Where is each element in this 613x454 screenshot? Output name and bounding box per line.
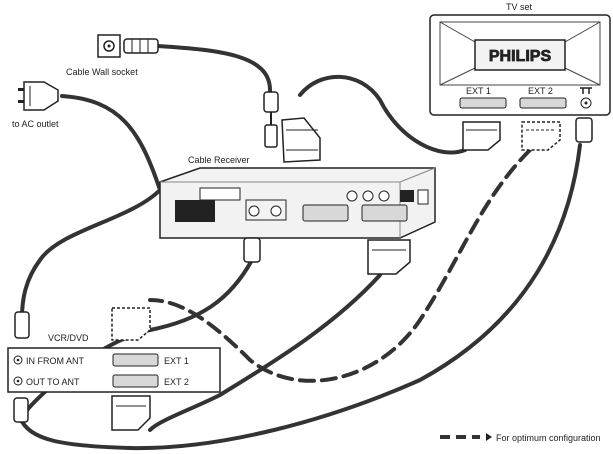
scart-plug-vcr-ext2: [111, 395, 151, 431]
power-socket: [175, 200, 215, 222]
scart-plug-tv-ext2-dashed: [521, 121, 561, 151]
vcr-title: VCR/DVD: [48, 333, 89, 343]
tv-brand-logo: PHILIPS: [489, 48, 552, 65]
vcr-ext1-port: [112, 353, 159, 367]
vcr-in-label: IN FROM ANT: [26, 356, 85, 366]
scart-plug-tv-ext1: [462, 121, 501, 151]
legend: For optimum configuration: [440, 433, 601, 443]
cable-receiver: [159, 167, 436, 239]
coax-connectors: [263, 91, 279, 148]
wall-socket-label: Cable Wall socket: [66, 67, 138, 77]
tv-ext2-label: EXT 2: [528, 86, 553, 96]
antenna-cable-tv-to-vcr: [18, 143, 582, 451]
antenna-cable-wall-to-receiver: [156, 44, 272, 107]
vcr-ext2-label: EXT 2: [164, 377, 189, 387]
cables: [18, 44, 582, 451]
antenna-symbol-icon: [580, 87, 592, 94]
ac-outlet-label: to AC outlet: [12, 119, 59, 129]
tv-ext1-label: EXT 1: [466, 86, 491, 96]
scart-cable-tv-ext2-to-vcr-ext1-dashed: [148, 148, 532, 383]
receiver-scart-2: [361, 204, 408, 222]
rf-out-port: [270, 205, 282, 217]
power-cable: [20, 94, 163, 320]
cable-wall-socket: [97, 34, 159, 58]
receiver-scart-1: [302, 204, 349, 222]
vcr-ext2-port: [112, 374, 159, 388]
tv-ext1-port: [459, 97, 507, 109]
vcr-dvd: [7, 347, 221, 393]
tv-set-label: TV set: [506, 2, 533, 12]
coax-plug: [123, 38, 159, 54]
legend-label: For optimum configuration: [496, 433, 601, 443]
ac-plug-icon: [18, 81, 59, 111]
coax-plug-receiver: [243, 237, 261, 263]
scart-plug-receiver-top: [281, 117, 321, 163]
legend-arrow-icon: [486, 433, 492, 441]
rf-in-port: [248, 205, 260, 217]
coax-plug-vcr-bottom: [13, 397, 29, 423]
tv-ext2-port: [519, 97, 567, 109]
scart-plug-receiver-bottom: [367, 239, 411, 275]
vcr-ext1-label: EXT 1: [164, 356, 189, 366]
receiver-label: Cable Receiver: [188, 155, 250, 165]
coax-plug-vcr-top: [14, 311, 30, 339]
scart-cable-receiver-to-vcr-ext2: [148, 273, 382, 432]
vcr-out-label: OUT TO ANT: [26, 377, 80, 387]
scart-cable-receiver-to-tv-ext1: [298, 74, 472, 155]
coax-plug-tv: [575, 117, 593, 143]
tv-set: PHILIPS: [429, 14, 611, 116]
scart-plug-vcr-ext1-dashed: [111, 307, 151, 341]
